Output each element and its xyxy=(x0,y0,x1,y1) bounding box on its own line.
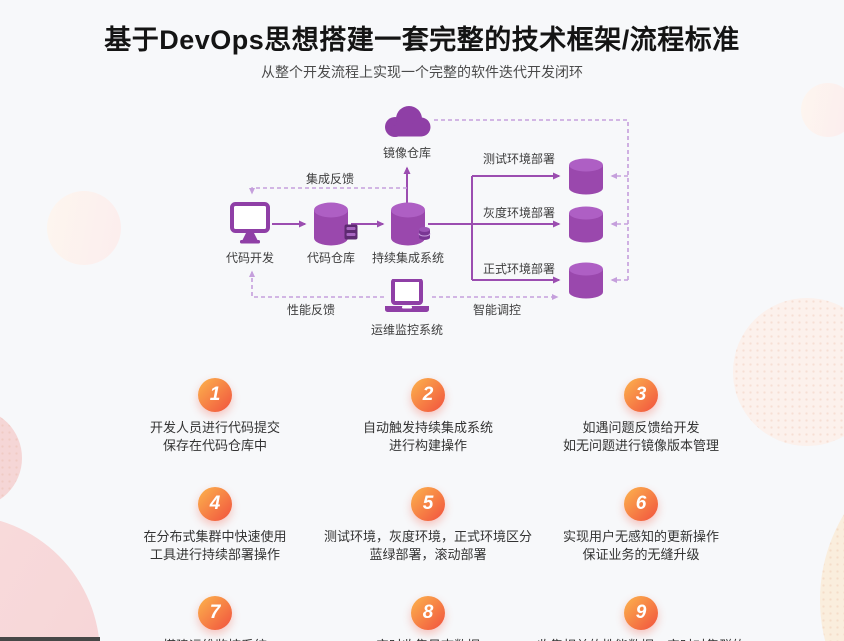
decor-circle-top-right xyxy=(801,83,844,137)
step-number-badge: 2 xyxy=(411,378,445,412)
server-badge-icon xyxy=(344,224,358,240)
code-dev-label: 代码开发 xyxy=(225,251,275,265)
bottom-dark-strip xyxy=(0,637,100,641)
step-line-1: 自动触发持续集成系统 xyxy=(362,420,493,435)
step-item-5: 5 测试环境，灰度环境，正式环境区分 蓝绿部署，滚动部署 xyxy=(303,487,553,564)
monitor-icon xyxy=(230,202,270,244)
mini-database-badge-icon xyxy=(418,226,431,241)
decor-circle-left xyxy=(47,191,121,265)
step-line-2: 工具进行持续部署操作 xyxy=(149,547,280,562)
step-description: 搭建运维监控系统 xyxy=(90,637,340,641)
step-number-badge: 3 xyxy=(624,378,658,412)
gray-deploy-label: 灰度环境部署 xyxy=(482,206,556,220)
step-line-2: 如无问题进行镜像版本管理 xyxy=(562,438,719,453)
step-description: 测试环境，灰度环境，正式环境区分 蓝绿部署，滚动部署 xyxy=(303,528,553,564)
integration-feedback-label: 集成反馈 xyxy=(305,172,355,186)
step-item-1: 1 开发人员进行代码提交 保存在代码仓库中 xyxy=(90,378,340,455)
step-line-2: 蓝绿部署，滚动部署 xyxy=(369,547,487,562)
cloud-icon xyxy=(381,104,433,140)
step-number-badge: 4 xyxy=(198,487,232,521)
step-item-9: 9 收集相关的性能数据，实时对集群的 xyxy=(516,596,766,641)
step-description: 开发人员进行代码提交 保存在代码仓库中 xyxy=(90,419,340,455)
step-description: 实现用户无感知的更新操作 保证业务的无缝升级 xyxy=(516,528,766,564)
step-item-2: 2 自动触发持续集成系统 进行构建操作 xyxy=(303,378,553,455)
step-description: 收集相关的性能数据，实时对集群的 xyxy=(516,637,766,641)
database-icon-gray-env xyxy=(568,205,604,243)
ops-monitor-label: 运维监控系统 xyxy=(370,323,444,337)
step-description: 在分布式集群中快速使用 工具进行持续部署操作 xyxy=(90,528,340,564)
step-number-badge: 7 xyxy=(198,596,232,630)
prod-deploy-label: 正式环境部署 xyxy=(482,262,556,276)
step-item-4: 4 在分布式集群中快速使用 工具进行持续部署操作 xyxy=(90,487,340,564)
step-line-1: 开发人员进行代码提交 xyxy=(149,420,280,435)
step-number-badge: 1 xyxy=(198,378,232,412)
page-title: 基于DevOps思想搭建一套完整的技术框架/流程标准 xyxy=(104,25,740,55)
step-description: 如遇问题反馈给开发 如无问题进行镜像版本管理 xyxy=(516,419,766,455)
database-icon-prod-env xyxy=(568,261,604,299)
image-repo-label: 镜像仓库 xyxy=(382,146,432,160)
step-line-1: 收集相关的性能数据，实时对集群的 xyxy=(516,637,766,641)
test-deploy-label: 测试环境部署 xyxy=(482,152,556,166)
page-subtitle: 从整个开发流程上实现一个完整的软件迭代开发闭环 xyxy=(261,64,583,80)
intelligent-control-label: 智能调控 xyxy=(472,303,522,317)
step-line-2: 保证业务的无缝升级 xyxy=(582,547,700,562)
step-number-badge: 9 xyxy=(624,596,658,630)
step-line-2: 保存在代码仓库中 xyxy=(162,438,267,453)
step-number-badge: 5 xyxy=(411,487,445,521)
step-number-badge: 6 xyxy=(624,487,658,521)
database-icon-ci-system xyxy=(390,201,426,247)
step-description: 实时收集日志数据 xyxy=(303,637,553,641)
step-item-6: 6 实现用户无感知的更新操作 保证业务的无缝升级 xyxy=(516,487,766,564)
step-line-1: 测试环境，灰度环境，正式环境区分 xyxy=(323,529,532,544)
step-item-8: 8 实时收集日志数据 xyxy=(303,596,553,641)
step-line-1: 实现用户无感知的更新操作 xyxy=(562,529,719,544)
step-line-1: 搭建运维监控系统 xyxy=(90,637,340,641)
performance-feedback-label: 性能反馈 xyxy=(286,303,336,317)
step-item-3: 3 如遇问题反馈给开发 如无问题进行镜像版本管理 xyxy=(516,378,766,455)
step-item-7: 7 搭建运维监控系统 xyxy=(90,596,340,641)
step-line-1: 实时收集日志数据 xyxy=(303,637,553,641)
step-number-badge: 8 xyxy=(411,596,445,630)
step-line-2: 进行构建操作 xyxy=(388,438,467,453)
step-line-1: 在分布式集群中快速使用 xyxy=(143,529,287,544)
decor-circle-right-large xyxy=(733,298,844,446)
ci-system-label: 持续集成系统 xyxy=(371,251,445,265)
database-icon-code-repo xyxy=(313,201,349,247)
code-repo-label: 代码仓库 xyxy=(306,251,356,265)
step-line-1: 如遇问题反馈给开发 xyxy=(582,420,700,435)
database-icon-test-env xyxy=(568,157,604,195)
step-description: 自动触发持续集成系统 进行构建操作 xyxy=(303,419,553,455)
laptop-icon xyxy=(384,278,430,315)
